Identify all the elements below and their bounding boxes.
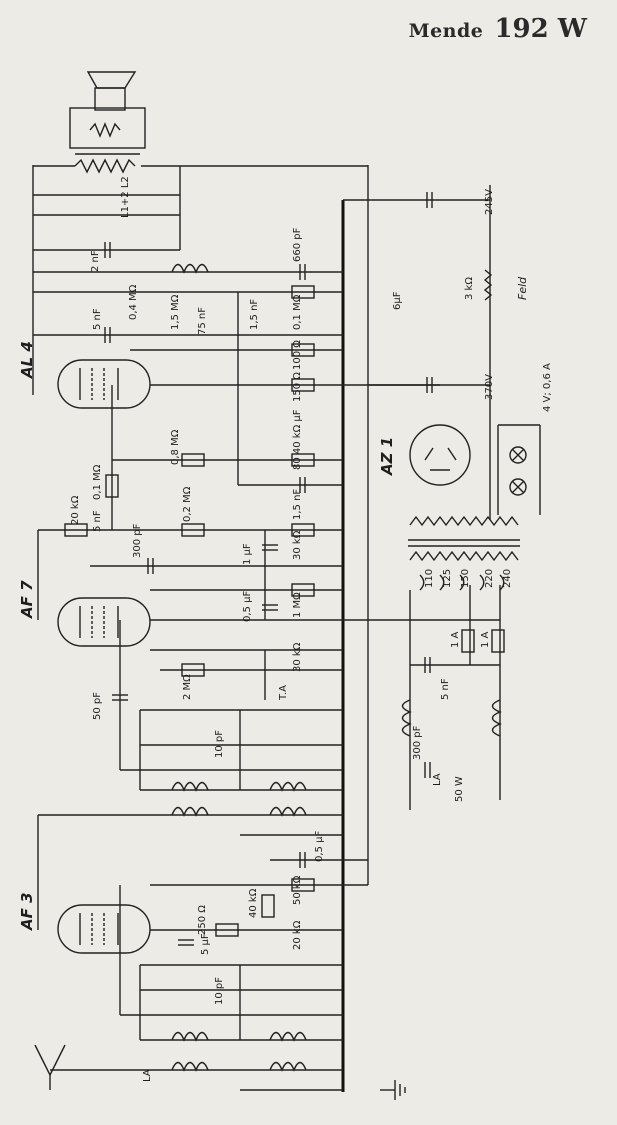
label-r-30k-a: 30 kΩ (292, 530, 303, 560)
manufacturer-name: Mende (408, 20, 484, 42)
tube-af7 (57, 597, 151, 647)
label-c-10pf-b: 10 pF (214, 977, 225, 1005)
label-c-75nf: 75 nF (197, 307, 208, 335)
label-feld: Feld (516, 276, 529, 300)
label-tap-125: 125 (442, 569, 453, 588)
label-r-1m: 1 MΩ (292, 592, 303, 618)
capacitor-symbols (104, 192, 433, 946)
component-labels: 2 nF L1+2 L2 5 nF 0,4 MΩ 1,5 MΩ 75 nF 1,… (70, 176, 553, 1082)
label-r-30k-b: 30 kΩ (292, 642, 303, 672)
tube-az1 (409, 424, 471, 486)
label-c-300pf-b: 300 pF (412, 725, 423, 760)
label-c-10pf-a: 10 pF (214, 730, 225, 758)
label-c-300pf-a: 300 pF (132, 523, 143, 558)
label-rc-80k40u: 80 40 kΩ µF (292, 409, 303, 470)
label-r-02m: 0,2 MΩ (182, 486, 193, 522)
label-ta: T.A (278, 685, 289, 701)
output-transformer (33, 153, 368, 174)
tube-al4 (57, 359, 151, 409)
tube-af3 (57, 904, 151, 954)
label-c-5nf-a: 5 nF (92, 308, 103, 330)
label-r-250: 250 Ω (197, 905, 208, 935)
model-number: 192 W (494, 14, 587, 44)
label-tap-150: 150 (460, 569, 471, 588)
label-p-15m: 1,5 MΩ (170, 294, 181, 330)
label-tap-240: 240 (502, 569, 513, 588)
label-v-370: 370V (484, 374, 495, 400)
ground-symbol (380, 1080, 406, 1100)
label-r-100: 100 Ω (292, 340, 303, 370)
label-r-150: 150 Ω (292, 372, 303, 402)
diagram-title: Mende 192 W (409, 14, 587, 44)
label-r-20k-b: 20 kΩ (292, 920, 303, 950)
label-w-50: 50 W (454, 776, 465, 802)
label-r-50k: 50 kΩ (292, 875, 303, 905)
tube-label-af3: AF 3 (18, 892, 36, 931)
label-c-15nf-a: 1,5 nF (249, 299, 260, 330)
label-lamp: 4 V; 0,6 A (542, 363, 553, 412)
label-r-20k: 20 kΩ (70, 495, 81, 525)
label-c-6uf: 6µF (392, 291, 403, 310)
antenna-symbol (34, 1044, 66, 1090)
loudspeaker (69, 71, 146, 149)
label-fuse-1: 1 A (450, 631, 461, 648)
label-c-5nf-c: 5 nF (440, 678, 451, 700)
label-tap-220: 220 (484, 569, 495, 588)
label-r-2m: 2 MΩ (182, 674, 193, 700)
label-c-5nf-b: 5 nF (92, 510, 103, 532)
label-r-04m: 0,4 MΩ (128, 284, 139, 320)
label-l2: L1+2 L2 (120, 176, 131, 218)
label-c-50pf: 50 pF (92, 692, 103, 720)
label-c-05uf-a: 0,5 µF (242, 591, 253, 622)
label-c-2nf: 2 nF (90, 250, 101, 272)
label-c-05uf-b: 0,5 µF (314, 831, 325, 862)
pilot-lamps (497, 424, 541, 515)
coil-symbols (171, 263, 502, 1072)
label-fuse-2: 1 A (480, 631, 491, 648)
tube-label-al4: AL 4 (18, 341, 36, 379)
label-v-245: 245V (484, 189, 495, 215)
tube-label-af7: AF 7 (18, 580, 36, 619)
label-c-1uf: 1 µF (242, 543, 253, 565)
label-r-40k: 40 kΩ (248, 888, 259, 918)
resistor-symbols (64, 285, 505, 937)
label-r-08m: 0,8 MΩ (170, 429, 181, 465)
tube-label-az1: AZ 1 (378, 437, 396, 476)
label-c-5uf: 5 µF (200, 933, 211, 955)
label-r-01m-b: 0,1 MΩ (92, 464, 103, 500)
label-la-b: LA (142, 1069, 153, 1082)
label-la-a: LA (432, 773, 443, 786)
label-tap-110: 110 (424, 569, 435, 588)
label-c-660pf: 660 pF (292, 227, 303, 262)
label-r-3k: 3 kΩ (464, 277, 475, 300)
label-c-15nf-b: 1,5 nF (292, 489, 303, 520)
label-r-01m-a: 0,1 MΩ (292, 294, 303, 330)
power-transformer (408, 515, 520, 591)
